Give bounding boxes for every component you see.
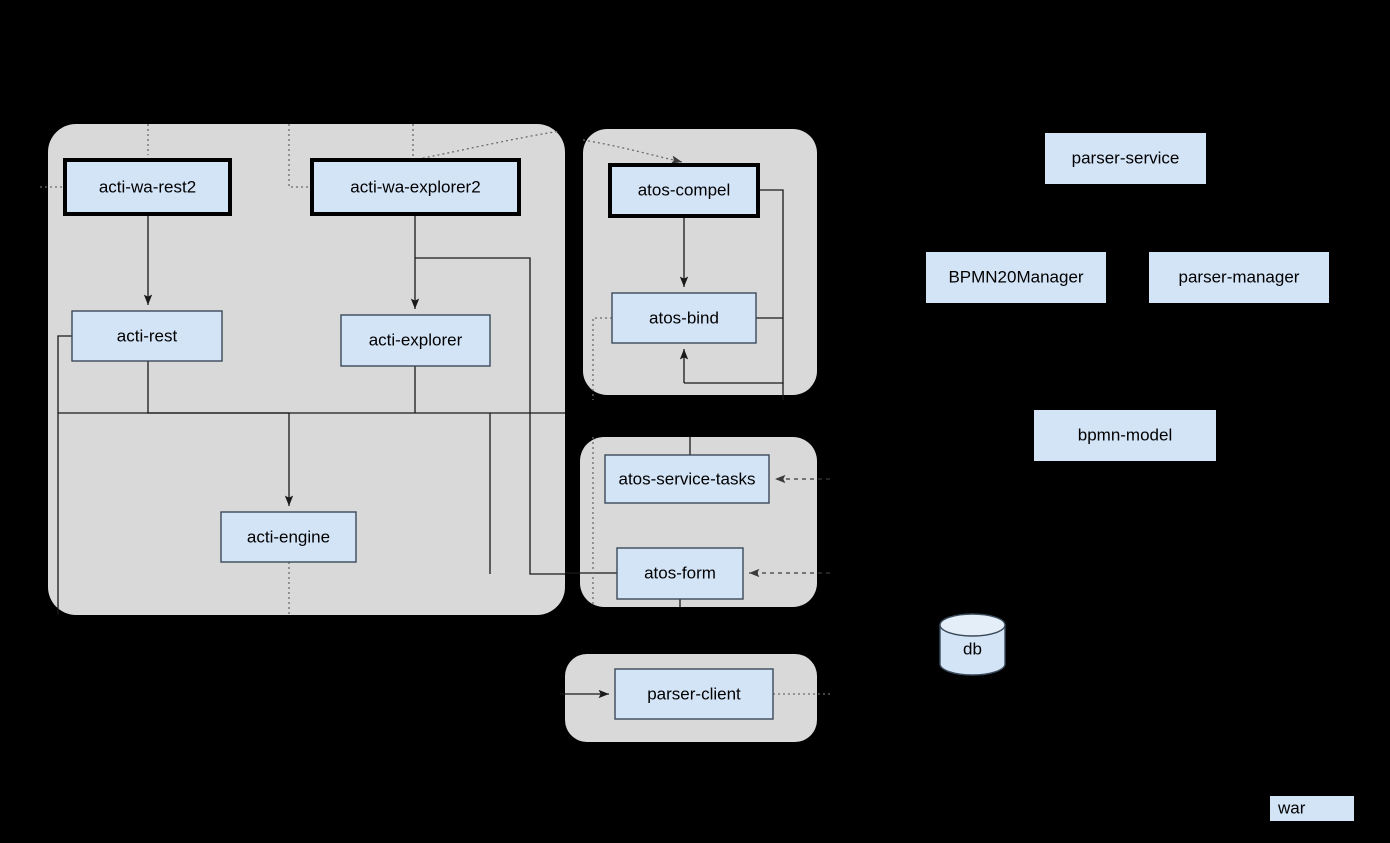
- db-cylinder-top: [939, 613, 1006, 637]
- node-bpmn20manager[interactable]: BPMN20Manager: [926, 252, 1106, 303]
- node-acti-wa-explorer2[interactable]: acti-wa-explorer2: [310, 158, 521, 216]
- node-rect-parser-manager[interactable]: [1149, 252, 1329, 303]
- node-atos-form[interactable]: atos-form: [616, 547, 744, 600]
- node-acti-engine[interactable]: acti-engine: [220, 511, 357, 563]
- edges-atos-core: [582, 139, 784, 400]
- cluster-activiti-webapps: [48, 124, 565, 615]
- node-rect-parser-client[interactable]: [614, 668, 774, 720]
- node-label-acti-wa-explorer2: acti-wa-explorer2: [350, 177, 480, 196]
- dotted-stub-explorer2-curve: [412, 130, 561, 161]
- node-parser-manager[interactable]: parser-manager: [1149, 252, 1329, 303]
- node-atos-compel[interactable]: atos-compel: [608, 163, 760, 218]
- node-label-parser-service: parser-service: [1072, 148, 1180, 167]
- node-parser-service[interactable]: parser-service: [1045, 133, 1206, 184]
- node-acti-explorer[interactable]: acti-explorer: [340, 314, 491, 367]
- node-label-acti-engine: acti-engine: [247, 527, 330, 546]
- node-rect-acti-wa-rest2[interactable]: [63, 158, 232, 216]
- node-label-atos-form: atos-form: [644, 563, 716, 582]
- db-cylinder-body[interactable]: [939, 624, 1006, 676]
- edges-activiti: [57, 214, 565, 615]
- edges-atos-extensions: [565, 437, 830, 607]
- db-label: db: [963, 639, 982, 658]
- node-rect-bpmn-model[interactable]: [1034, 410, 1216, 461]
- legend-war-label: war: [1277, 798, 1306, 817]
- node-rect-acti-explorer[interactable]: [340, 314, 491, 367]
- node-rect-atos-service-tasks[interactable]: [604, 454, 770, 504]
- node-bpmn-model[interactable]: bpmn-model: [1034, 410, 1216, 461]
- node-rect-atos-bind[interactable]: [611, 292, 757, 344]
- node-label-parser-client: parser-client: [647, 684, 741, 703]
- node-atos-service-tasks[interactable]: atos-service-tasks: [604, 454, 770, 504]
- node-rect-acti-wa-explorer2[interactable]: [310, 158, 521, 216]
- node-acti-rest[interactable]: acti-rest: [71, 310, 223, 362]
- external-dotted-stubs: [40, 124, 561, 615]
- edge-external-to-atos-compel: [582, 139, 683, 164]
- node-rect-parser-service[interactable]: [1045, 133, 1206, 184]
- node-label-bpmn20manager: BPMN20Manager: [948, 267, 1083, 286]
- edge-bind-left-stub: [592, 317, 612, 400]
- node-label-atos-service-tasks: atos-service-tasks: [619, 469, 756, 488]
- node-label-bpmn-model: bpmn-model: [1078, 425, 1173, 444]
- node-label-atos-compel: atos-compel: [638, 180, 731, 199]
- node-label-parser-manager: parser-manager: [1179, 267, 1300, 286]
- node-db[interactable]: db: [939, 613, 1006, 676]
- node-label-acti-explorer: acti-explorer: [369, 330, 463, 349]
- legend-war: war: [1270, 796, 1354, 821]
- node-rect-atos-form[interactable]: [616, 547, 744, 600]
- dotted-stub-mid-top: [288, 124, 312, 188]
- node-parser-client[interactable]: parser-client: [614, 668, 774, 720]
- edge-explorer2-branch-right: [415, 257, 565, 575]
- node-label-acti-rest: acti-rest: [117, 326, 178, 345]
- edge-rest-left-riser: [57, 335, 72, 615]
- node-atos-bind[interactable]: atos-bind: [611, 292, 757, 344]
- node-acti-wa-rest2[interactable]: acti-wa-rest2: [63, 158, 232, 216]
- node-rect-atos-compel[interactable]: [608, 163, 760, 218]
- legend-war-swatch: [1270, 796, 1354, 821]
- node-rect-acti-engine[interactable]: [220, 511, 357, 563]
- node-rect-bpmn20manager[interactable]: [926, 252, 1106, 303]
- edge-compel-right-down: [684, 189, 784, 384]
- node-label-atos-bind: atos-bind: [649, 308, 719, 327]
- node-label-acti-wa-rest2: acti-wa-rest2: [99, 177, 196, 196]
- node-rect-acti-rest[interactable]: [71, 310, 223, 362]
